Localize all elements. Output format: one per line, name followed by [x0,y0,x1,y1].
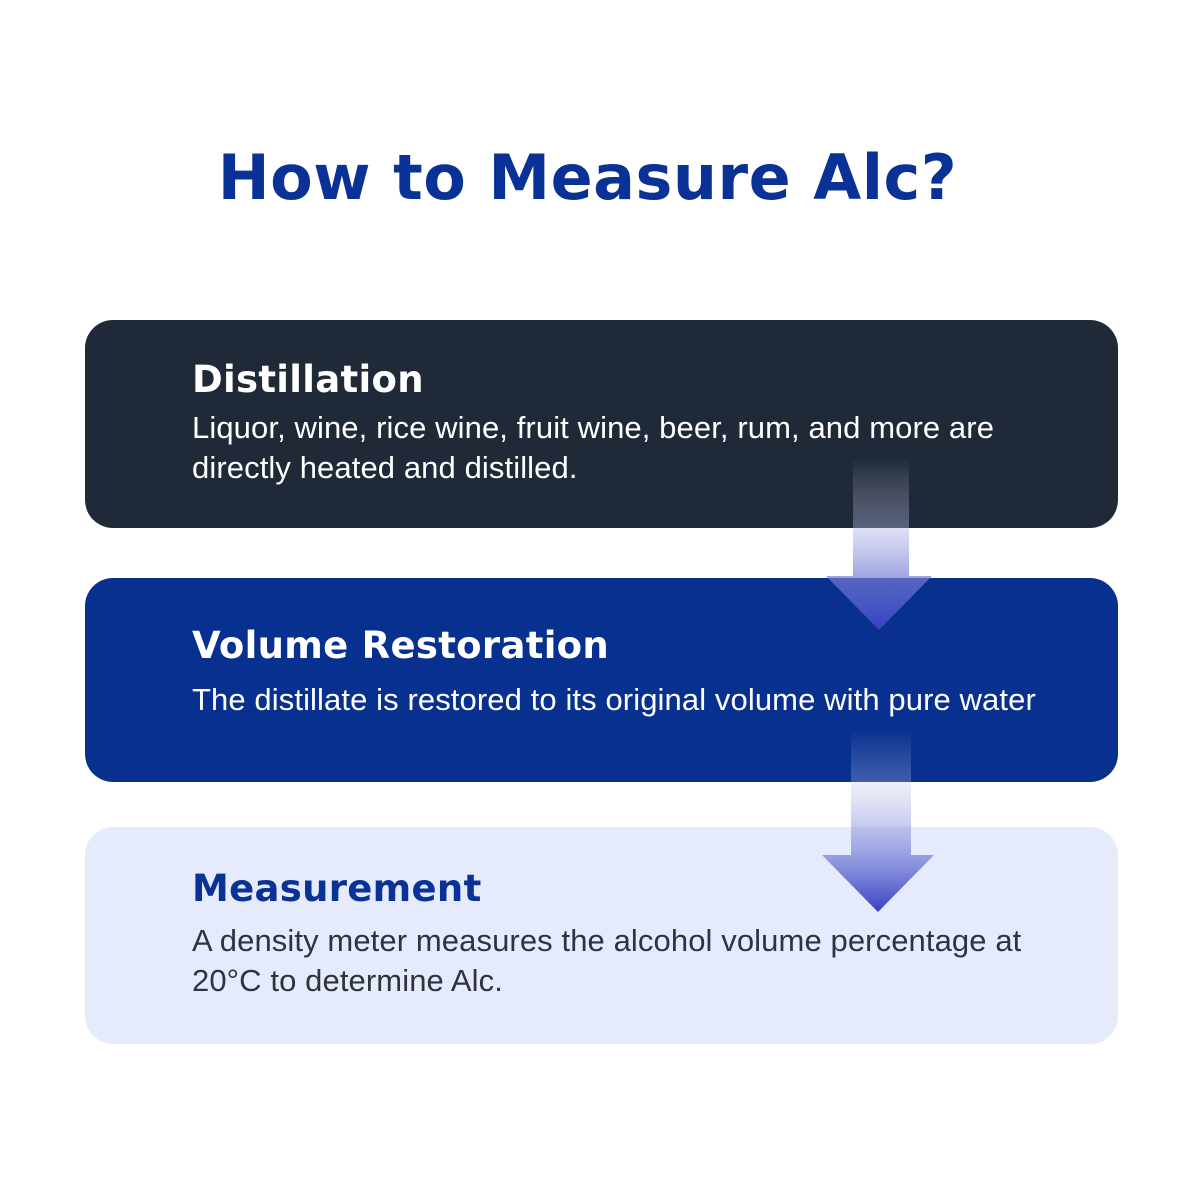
step-description: Liquor, wine, rice wine, fruit wine, bee… [192,408,1088,488]
page-title: How to Measure Alc? [217,141,958,214]
step-description-line: Liquor, wine, rice wine, fruit wine, bee… [192,410,995,446]
step-title: Volume Restoration [192,624,610,667]
step-card-distillation: Distillation Liquor, wine, rice wine, fr… [85,320,1118,528]
step-description: The distillate is restored to its origin… [192,680,1088,720]
step-description: A density meter measures the alcohol vol… [192,921,1088,1001]
step-card-measurement: Measurement A density meter measures the… [85,827,1118,1044]
step-title: Distillation [192,358,424,401]
step-card-volume-restoration: Volume Restoration The distillate is res… [85,578,1118,782]
step-description-line: The distillate is restored to its origin… [192,682,1036,718]
step-title: Measurement [192,867,482,910]
step-description-line: directly heated and distilled. [192,450,578,486]
step-description-line: A density meter measures the alcohol vol… [192,923,1022,959]
step-description-line: 20°C to determine Alc. [192,963,503,999]
